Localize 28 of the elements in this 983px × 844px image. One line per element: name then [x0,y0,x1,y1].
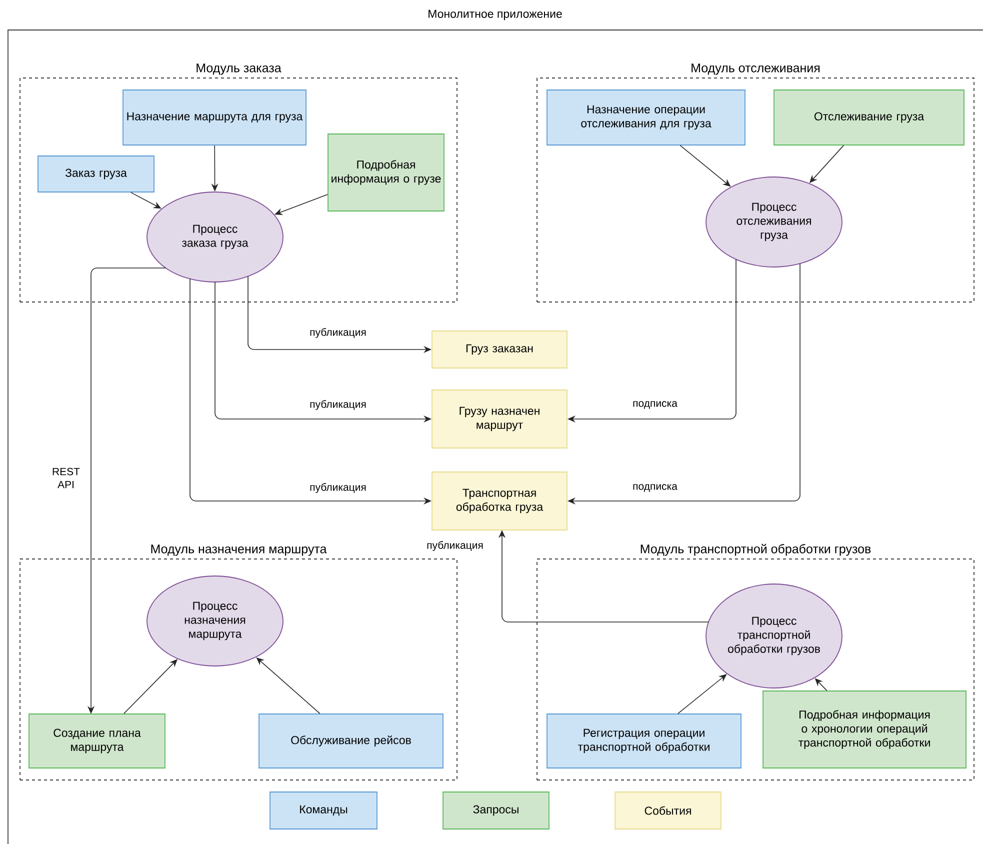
node-label: Модуль транспортной обработки грузов [640,544,871,556]
diagram-title: Монолитное приложение [428,10,562,20]
arrow [678,674,727,714]
process-box: Заказ груза [38,156,154,192]
node-label: Модуль отслеживания [692,64,820,75]
process-box: Назначение операции отслеживания для груза [546,90,746,146]
edge-label: публикация [308,482,368,494]
node-label: Модуль назначения маршрута [151,544,327,556]
edge-label: подписка [632,400,678,410]
process-box: Отслеживание груза [774,90,964,146]
process-box: Транспортная обработка груза [432,472,568,530]
process-box: Обслуживание рейсов [258,714,444,768]
edge-label: публикация [308,399,368,411]
edge-label: публикация [426,540,484,552]
node-label: Модуль заказа [196,64,282,75]
legend-label: Запросы [473,805,518,816]
edge-label: подписка [632,483,678,493]
legend-label: Команды [300,805,348,816]
process-box: Подробная информация о хронологии операций транспортной обработки [762,690,966,768]
process-box: Подробная информация о грузе [328,134,444,212]
process-box: Назначение маршрута для груза [122,90,306,146]
process-box: Грузу назначен маршрут [432,390,568,448]
process-box: Создание плана маршрута [28,714,166,768]
process-box: Груз заказан [432,330,568,368]
edge-label: REST API [48,466,84,490]
edge-label: публикация [308,327,368,339]
process-box: Регистрация операции транспортной обработки [546,714,742,768]
legend-label: События [644,806,691,815]
